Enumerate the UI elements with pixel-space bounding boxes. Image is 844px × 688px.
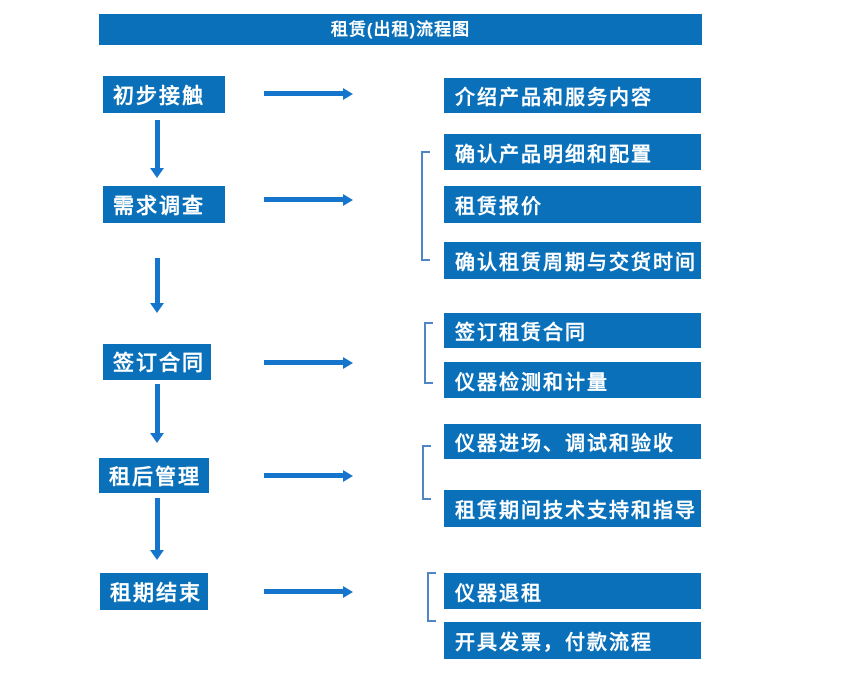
arrow-down-icon bbox=[150, 120, 164, 178]
arrow-right-icon bbox=[264, 469, 353, 482]
arrow-down-icon bbox=[150, 258, 164, 313]
arrow-right-icon bbox=[264, 356, 353, 369]
arrow-right-icon bbox=[264, 193, 353, 206]
step-box-post-rental-management: 租后管理 bbox=[99, 458, 209, 493]
output-box-rental-quote: 租赁报价 bbox=[444, 186, 701, 223]
output-box-confirm-product-details: 确认产品明细和配置 bbox=[444, 134, 701, 170]
arrow-down-icon bbox=[150, 498, 164, 560]
group-bracket-icon bbox=[424, 322, 433, 384]
arrow-right-icon bbox=[264, 585, 353, 598]
output-box-sign-rental-contract: 签订租赁合同 bbox=[444, 313, 701, 348]
output-box-instrument-return: 仪器退租 bbox=[444, 573, 701, 609]
group-bracket-icon bbox=[427, 572, 436, 622]
output-box-invoice-payment: 开具发票，付款流程 bbox=[444, 622, 701, 659]
arrow-right-icon bbox=[264, 87, 353, 100]
step-box-initial-contact: 初步接触 bbox=[103, 76, 225, 113]
output-box-instrument-inspection: 仪器检测和计量 bbox=[444, 362, 701, 398]
step-box-sign-contract: 签订合同 bbox=[103, 344, 211, 380]
output-box-technical-support: 租赁期间技术支持和指导 bbox=[444, 490, 701, 527]
group-bracket-icon bbox=[421, 151, 430, 261]
flowchart-title: 租赁(出租)流程图 bbox=[99, 14, 702, 45]
step-box-demand-survey: 需求调查 bbox=[103, 186, 225, 223]
step-box-rental-end: 租期结束 bbox=[100, 573, 208, 610]
output-box-instrument-setup-acceptance: 仪器进场、调试和验收 bbox=[444, 424, 701, 459]
output-box-confirm-rental-period: 确认租赁周期与交货时间 bbox=[444, 242, 701, 279]
arrow-down-icon bbox=[150, 384, 164, 443]
group-bracket-icon bbox=[422, 445, 431, 500]
output-box-introduce-products: 介绍产品和服务内容 bbox=[444, 78, 701, 113]
